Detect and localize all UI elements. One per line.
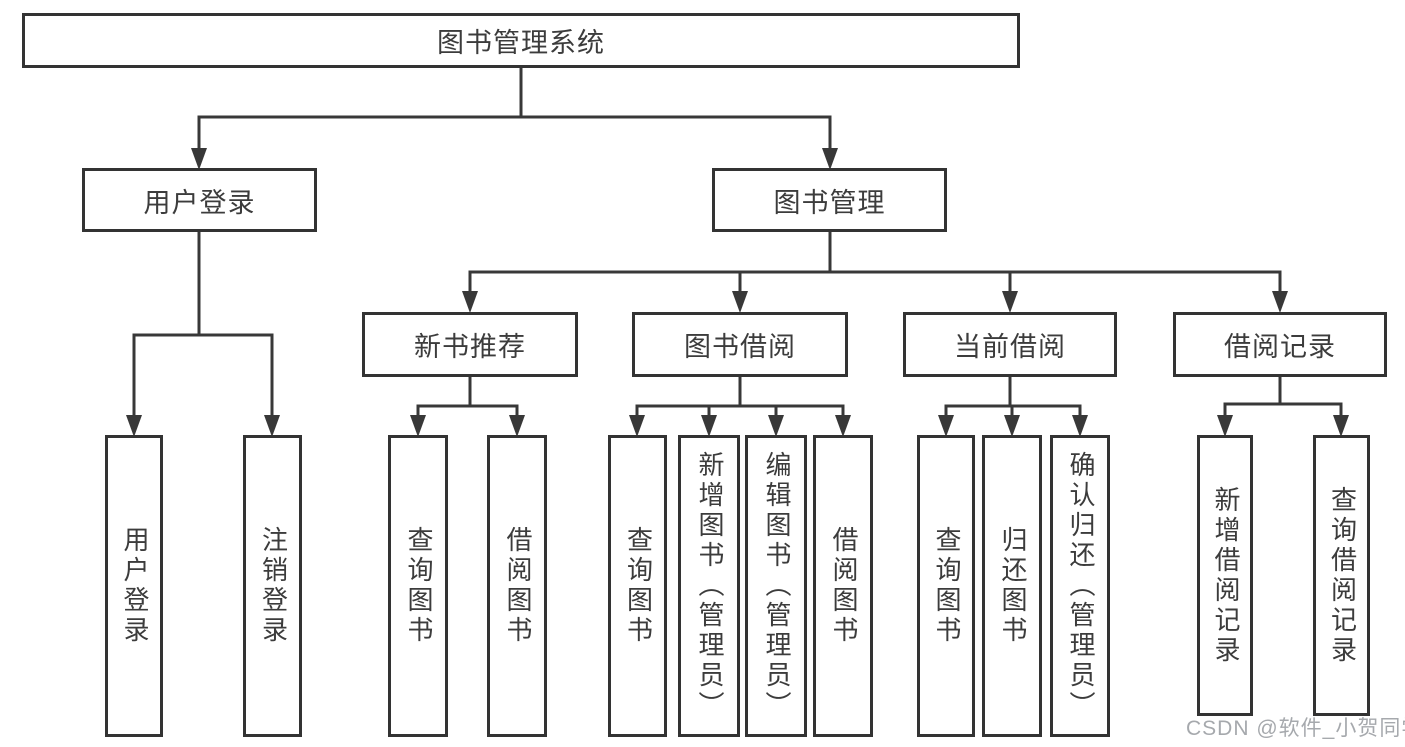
node-user-login: 用户登录 <box>82 168 317 232</box>
node-label: 借阅记录 <box>1224 332 1336 362</box>
node-label: 新书推荐 <box>414 332 526 362</box>
node-label: 查询图书 <box>931 526 962 646</box>
node-current-borrow: 当前借阅 <box>903 312 1117 377</box>
leaf-query-borrow-record: 查询借阅记录 <box>1313 435 1370 716</box>
node-label: 用户登录 <box>143 187 256 218</box>
watermark: CSDN @软件_小贺同学 <box>1186 717 1405 740</box>
node-label: 查询图书 <box>623 526 654 646</box>
leaf-borrow-book: 借阅图书 <box>813 435 873 737</box>
node-label: 新增借阅记录 <box>1210 485 1241 666</box>
leaf-query-book-recommend: 查询图书 <box>388 435 448 737</box>
node-label: 当前借阅 <box>954 332 1066 362</box>
node-label: 借阅图书 <box>828 526 859 646</box>
node-library-system: 图书管理系统 <box>22 13 1020 68</box>
leaf-logout: 注销登录 <box>243 435 302 737</box>
node-label: 确认归还（管理员） <box>1065 451 1096 721</box>
node-borrow-records: 借阅记录 <box>1173 312 1387 377</box>
node-label: 用户登录 <box>119 526 150 646</box>
node-label: 图书管理系统 <box>437 28 605 58</box>
node-label: 图书借阅 <box>684 332 796 362</box>
leaf-edit-book-admin: 编辑图书（管理员） <box>745 435 807 737</box>
leaf-borrow-book-recommend: 借阅图书 <box>487 435 547 737</box>
node-new-book-recommend: 新书推荐 <box>362 312 578 377</box>
node-label: 编辑图书（管理员） <box>761 451 792 721</box>
leaf-return-book: 归还图书 <box>982 435 1042 737</box>
node-label: 查询图书 <box>403 526 434 646</box>
node-label: 查询借阅记录 <box>1327 485 1358 666</box>
node-book-borrow: 图书借阅 <box>632 312 848 377</box>
leaf-query-book-borrow: 查询图书 <box>608 435 667 737</box>
leaf-user-login: 用户登录 <box>105 435 163 737</box>
node-label: 借阅图书 <box>502 526 533 646</box>
leaf-query-book-current: 查询图书 <box>917 435 975 737</box>
node-label: 新增图书（管理员） <box>694 451 725 721</box>
leaf-add-borrow-record: 新增借阅记录 <box>1197 435 1253 716</box>
leaf-confirm-return-admin: 确认归还（管理员） <box>1050 435 1110 737</box>
leaf-add-book-admin: 新增图书（管理员） <box>678 435 740 737</box>
node-label: 归还图书 <box>997 526 1028 646</box>
node-book-management: 图书管理 <box>712 168 947 232</box>
node-label: 注销登录 <box>258 526 289 646</box>
node-label: 图书管理 <box>773 187 886 218</box>
